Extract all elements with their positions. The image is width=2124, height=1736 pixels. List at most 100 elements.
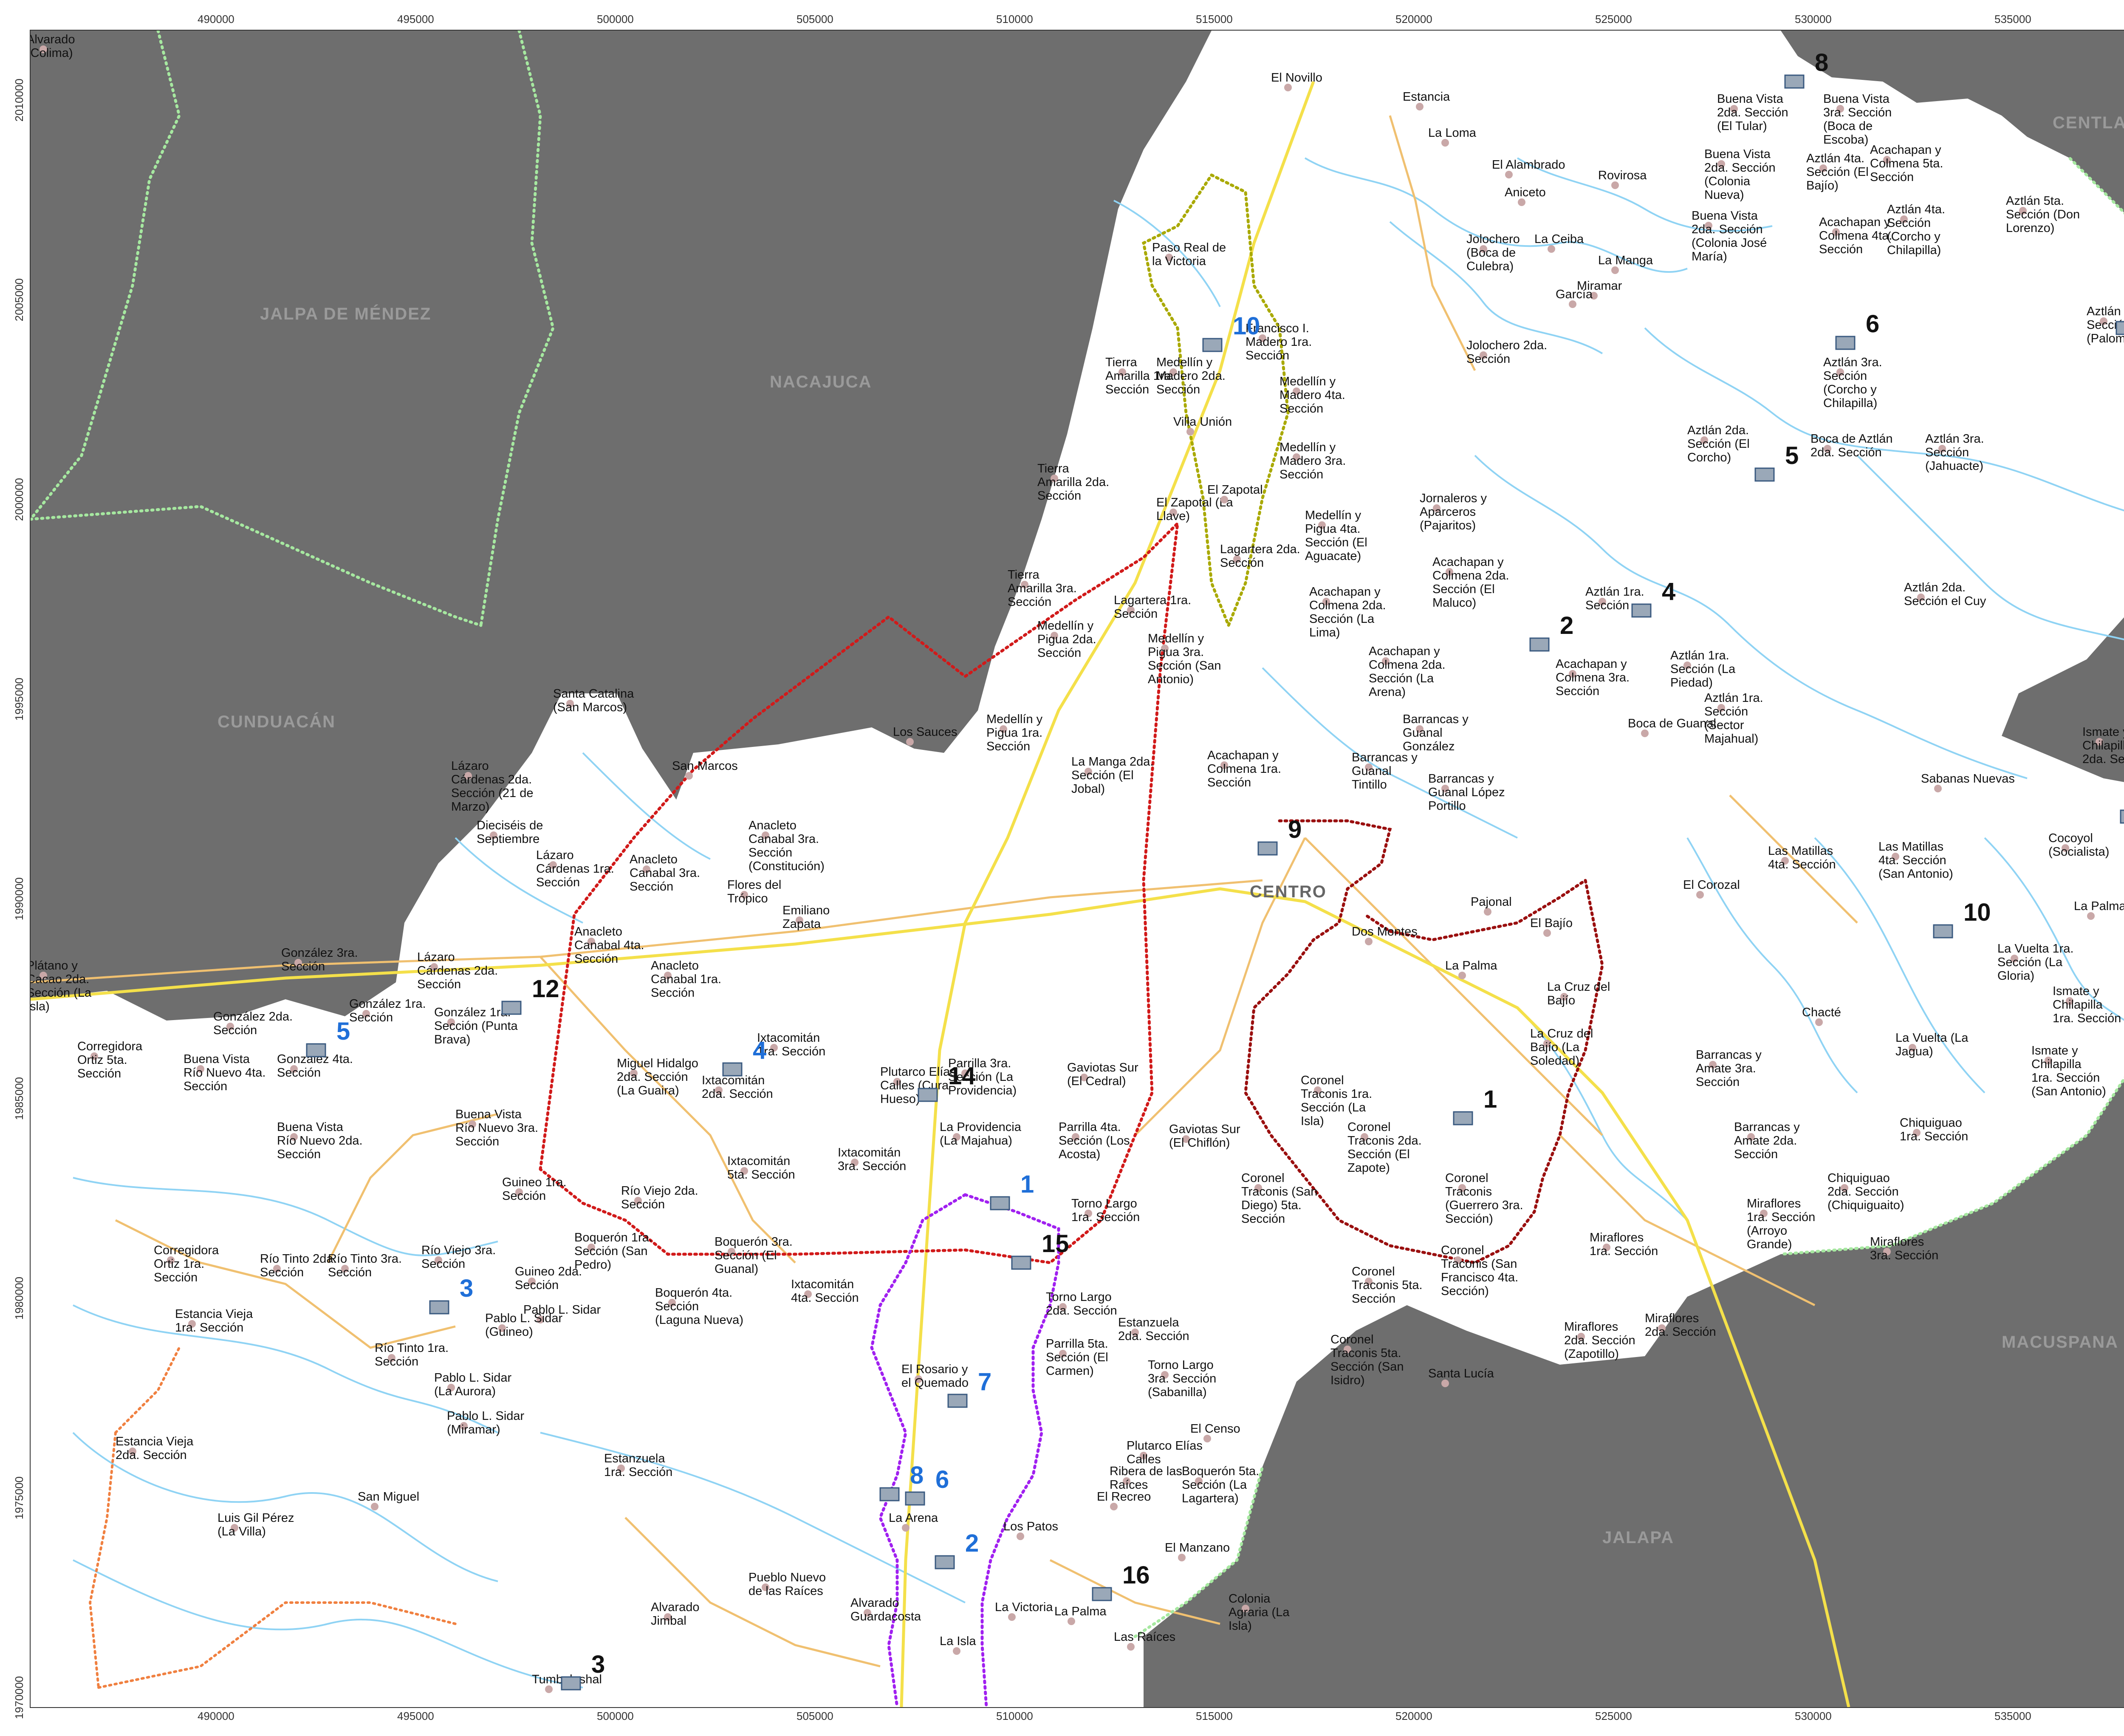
marker[interactable]: 8 xyxy=(879,1462,924,1501)
marker[interactable]: 15 xyxy=(1011,1230,1069,1270)
marker[interactable]: 8 xyxy=(1784,49,1828,89)
place-dot xyxy=(430,963,438,971)
place-dot xyxy=(1161,645,1169,652)
marker-number: 6 xyxy=(1866,310,1879,338)
place-dot xyxy=(1085,768,1092,775)
marker[interactable]: 2 xyxy=(935,1530,979,1569)
marker[interactable]: 14 xyxy=(918,1062,976,1102)
marker-number: 3 xyxy=(591,1651,605,1678)
place: La Providencia(La Majahua) xyxy=(940,1120,1022,1148)
place-label: Cocoyol(Socialista) xyxy=(2048,831,2109,859)
place: Luis Gil Pérez(La Villa) xyxy=(217,1511,294,1538)
place-dot xyxy=(1433,504,1440,512)
station-icon xyxy=(905,1491,925,1506)
marker-number: 5 xyxy=(1785,442,1799,469)
marker[interactable]: 4 xyxy=(722,1037,766,1077)
marker[interactable]: 7 xyxy=(2116,295,2124,335)
place-dot xyxy=(1127,606,1135,614)
marker[interactable]: 16 xyxy=(1092,1561,1150,1601)
marker[interactable]: 1 xyxy=(1453,1086,1497,1125)
place-dot xyxy=(630,1069,638,1077)
station-icon xyxy=(2120,809,2124,824)
marker[interactable]: 4 xyxy=(1631,578,1675,618)
marker[interactable]: 5 xyxy=(306,1018,350,1057)
marker[interactable]: 1 xyxy=(990,1171,1034,1210)
place-label: García xyxy=(1556,288,1593,301)
station-icon xyxy=(947,1394,968,1408)
place-dot xyxy=(1059,1303,1067,1311)
place-dot xyxy=(728,1248,735,1255)
station-icon xyxy=(1257,841,1278,856)
place-label: El Novillo xyxy=(1271,71,1322,85)
place-dot xyxy=(1480,245,1487,253)
place-dot xyxy=(528,1278,536,1285)
map-frame[interactable]: JALPA DE MÉNDEZ NACAJUCA CUNDUACÁN CENTR… xyxy=(30,30,2124,1708)
map-canvas[interactable]: JALPA DE MÉNDEZ NACAJUCA CUNDUACÁN CENTR… xyxy=(31,31,2124,1707)
marker[interactable]: 6 xyxy=(1835,310,1879,350)
place-dot xyxy=(1318,521,1326,529)
marker[interactable]: 3 xyxy=(429,1275,473,1315)
marker[interactable]: 3 xyxy=(561,1651,605,1691)
place-dot xyxy=(2045,1057,2052,1064)
station-icon xyxy=(879,1487,900,1501)
place: Aztlán 2da.Sección el Cuy xyxy=(1904,581,1986,608)
municipality-label: CUNDUACÁN xyxy=(217,712,336,731)
place-dot xyxy=(1416,725,1424,733)
axis-tick-label: 525000 xyxy=(1595,13,1632,25)
marker[interactable]: 10 xyxy=(1202,312,1260,352)
station-icon xyxy=(1202,338,1223,352)
place-label: La Ceiba xyxy=(1534,232,1584,246)
municipality-label: CENTRO xyxy=(1250,882,1327,901)
place-dot xyxy=(1832,228,1840,236)
axis-tick-label: 505000 xyxy=(796,1710,833,1722)
marker[interactable]: 2 xyxy=(1529,612,1573,652)
place-dot xyxy=(1169,368,1177,376)
place: La Palma xyxy=(1445,959,1497,979)
marker[interactable]: 9 xyxy=(1257,816,1302,856)
place-label: Río Tinto 2da.Sección xyxy=(260,1252,337,1279)
marker[interactable]: 5 xyxy=(1754,442,1799,482)
marker[interactable]: 6 xyxy=(905,1466,949,1506)
marker[interactable]: 13 xyxy=(2120,784,2124,824)
place-dot xyxy=(762,1583,769,1591)
axis-tick-label: 500000 xyxy=(597,1710,634,1722)
marker[interactable]: 12 xyxy=(501,975,559,1015)
place: González 2da.Sección xyxy=(213,1010,293,1037)
place-dot xyxy=(685,772,693,780)
place-dot xyxy=(40,972,47,979)
place-dot xyxy=(1611,181,1619,189)
place-dot xyxy=(2096,738,2103,746)
boundary-green xyxy=(31,31,2124,1638)
place: Las Raíces xyxy=(1114,1630,1175,1651)
marker[interactable]: 7 xyxy=(947,1368,991,1408)
marker[interactable]: 10 xyxy=(1933,899,1991,939)
place: El Novillo xyxy=(1271,71,1322,91)
place-dot xyxy=(1259,334,1266,342)
place-dot xyxy=(226,1023,234,1030)
